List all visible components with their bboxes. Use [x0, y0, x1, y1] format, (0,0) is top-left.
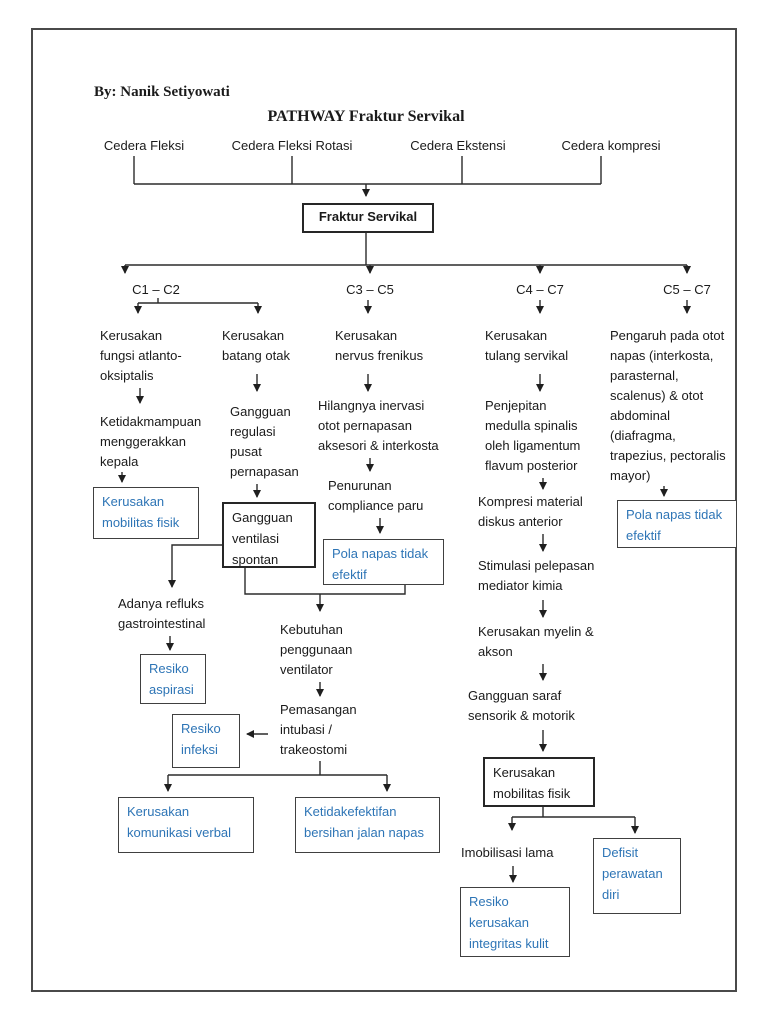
diagnosis-box-pola-napas-tidak-efektif-c5: Pola napas tidak efektif [617, 500, 737, 548]
diagnosis-box-resiko-infeksi: Resiko infeksi [172, 714, 240, 768]
node-kerusakan-tulang-servikal: Kerusakan tulang servikal [485, 328, 569, 363]
node-box-gangguan-ventilasi-spontan: Gangguan ventilasi spontan [222, 502, 316, 568]
node-cedera-fleksi: Cedera Fleksi [103, 138, 185, 153]
node-gangguan-regulasi-pusat-pernapasan: Gangguan regulasi pusat pernapasan [230, 404, 299, 479]
diagnosis-box-resiko-aspirasi: Resiko aspirasi [140, 654, 206, 704]
node-stimulasi-pelepasan-mediator-kimia: Stimulasi pelepasan mediator kimia [478, 558, 595, 593]
diagnosis-box-kerusakan-komunikasi-verbal: Kerusakan komunikasi verbal [118, 797, 254, 853]
node-pengaruh-pada-otot-napas: Pengaruh pada otot napas (interkosta, pa… [610, 328, 726, 483]
node-hilangnya-inervasi-otot-pernapasan: Hilangnya inervasi otot pernapasan akses… [318, 398, 439, 453]
node-imobilisasi-lama: Imobilisasi lama [461, 845, 554, 860]
node-kompresi-material-diskus-anterior: Kompresi material diskus anterior [478, 494, 583, 529]
author-byline: By: Nanik Setiyowati [94, 84, 230, 100]
node-adanya-refluks-gastrointestinal: Adanya refluks gastrointestinal [118, 596, 206, 631]
diagnosis-box-resiko-kerusakan-integritas-kulit: Resiko kerusakan integritas kulit [460, 887, 570, 957]
node-penurunan-compliance-paru: Penurunan compliance paru [328, 478, 424, 513]
node-kerusakan-myelin-akson: Kerusakan myelin & akson [478, 624, 594, 659]
diagnosis-box-defisit-perawatan-diri: Defisit perawatan diri [593, 838, 681, 914]
node-box-kerusakan-mobilitas-fisik-c4: Kerusakan mobilitas fisik [483, 757, 595, 807]
diagnosis-box-pola-napas-tidak-efektif-c3: Pola napas tidak efektif [323, 539, 444, 585]
page-title: PATHWAY Fraktur Servikal [267, 108, 465, 125]
node-kerusakan-fungsi-atlanto-oksiptalis: Kerusakan fungsi atlanto- oksiptalis [100, 328, 182, 383]
node-pemasangan-intubasi-trakeostomi: Pemasangan intubasi / trakeostomi [280, 702, 357, 757]
node-kebutuhan-penggunaan-ventilator: Kebutuhan penggunaan ventilator [280, 622, 353, 677]
branch-label-c4-c7: C4 – C7 [516, 282, 564, 297]
node-penjepitan-medulla-spinalis: Penjepitan medulla spinalis oleh ligamen… [485, 398, 581, 473]
diagnosis-box-kerusakan-mobilitas-fisik-c1: Kerusakan mobilitas fisik [93, 487, 199, 539]
node-kerusakan-batang-otak: Kerusakan batang otak [222, 328, 290, 363]
node-kerusakan-nervus-frenikus: Kerusakan nervus frenikus [335, 328, 424, 363]
node-cedera-kompresi: Cedera kompresi [561, 138, 661, 153]
node-gangguan-saraf-sensorik-motorik: Gangguan saraf sensorik & motorik [468, 688, 575, 723]
node-cedera-ekstensi: Cedera Ekstensi [410, 138, 506, 153]
branch-label-c5-c7: C5 – C7 [663, 282, 711, 297]
root-box-fraktur-servikal: Fraktur Servikal [302, 203, 434, 233]
branch-label-c3-c5: C3 – C5 [346, 282, 394, 297]
node-cedera-fleksi-rotasi: Cedera Fleksi Rotasi [231, 138, 353, 153]
diagnosis-box-ketidakefektifan-bersihan-jalan-napas: Ketidakefektifan bersihan jalan napas [295, 797, 440, 853]
node-ketidakmampuan-menggerakkan-kepala: Ketidakmampuan menggerakkan kepala [100, 414, 202, 469]
branch-label-c1-c2: C1 – C2 [132, 282, 180, 297]
